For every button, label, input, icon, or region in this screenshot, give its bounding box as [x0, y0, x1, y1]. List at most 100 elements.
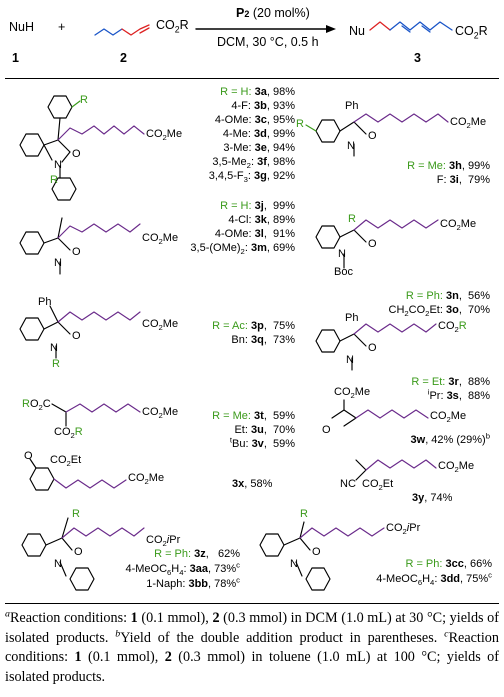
entry-3c: 4-OMe: 3c, 95% [214, 114, 295, 126]
entry-3p: R = Ac: 3p, 75% [212, 320, 295, 332]
ester-bottom-3t: CO2R [54, 426, 83, 441]
structure-3a [19, 95, 145, 179]
atom-R-3n: R [348, 213, 356, 225]
atom-R-3a: R [80, 94, 88, 106]
ester-3h: CO2Me [450, 116, 487, 131]
entry-3f: 3,5-Me2: 3f, 98% [212, 156, 295, 171]
ester-3a: CO2Me [146, 128, 183, 143]
label-3: 3 [414, 51, 421, 65]
entry-3s: iPr: 3s, 88% [427, 387, 490, 402]
atom-N-3z: N [54, 558, 62, 570]
atom-N-3cc: N [290, 558, 298, 570]
ester-bottom-3y: CO2Et [362, 478, 394, 493]
atom-O-3n: O [368, 238, 377, 250]
conditions-label: DCM, 30 °C, 0.5 h [217, 35, 319, 49]
ester-3z: CO2iPr [146, 534, 181, 549]
structure-3r [315, 323, 437, 371]
entry-3y: 3y, 74% [412, 492, 453, 504]
entry-3cc: R = Ph: 3cc, 66% [405, 558, 492, 570]
entry-3u: Et: 3u, 70% [234, 424, 295, 436]
atom-O-3z: O [74, 546, 83, 558]
atom-NC-3y: NC [340, 478, 356, 490]
label-2: 2 [120, 51, 127, 65]
structure-3h [305, 113, 449, 157]
entry-3q: Bn: 3q, 73% [231, 334, 295, 346]
ester-chain-3t: CO2Me [142, 406, 179, 421]
entry-3v: tBu: 3v, 59% [229, 435, 295, 450]
atom-Ph-3r: Ph [345, 312, 359, 324]
atom-Boc-3n: Boc [334, 266, 353, 278]
atom-O-3cc: O [312, 546, 321, 558]
atom-R-3j: R [50, 174, 58, 186]
entry-3j: R = H: 3j, 99% [220, 200, 295, 212]
structure-3n [315, 219, 439, 269]
atom-O-3j: O [72, 246, 81, 258]
ester-3j: CO2Me [142, 232, 179, 247]
entry-3n: R = Ph: 3n, 56% [405, 290, 490, 302]
label-1: 1 [12, 51, 19, 65]
atom-N-3p: N [50, 342, 58, 354]
atom-R-3p: R [52, 358, 60, 370]
entry-3l: 4-OMe: 3l, 91% [214, 228, 295, 240]
atom-O-3h: O [368, 130, 377, 142]
atom-O-3w: O [322, 424, 331, 436]
ester-left-3t: RO2C [22, 398, 51, 413]
entry-3aa: 4-MeOC6H4: 3aa, 73%c [125, 560, 240, 578]
ester-3r: CO2R [438, 320, 467, 335]
entry-3t: R = Me: 3t, 59% [212, 410, 295, 422]
entry-3g: 3,4,5-F3: 3g, 92% [208, 170, 295, 185]
atom-O-3x: O [24, 450, 33, 462]
entry-3h: R = Me: 3h, 99% [407, 160, 490, 172]
reactant-2-ester: CO2R [156, 18, 189, 35]
structure-3w [331, 399, 429, 427]
atom-R-3z: R [72, 508, 80, 520]
structure-3x [29, 458, 127, 491]
atom-N-3j: N [54, 257, 62, 269]
entry-3r: R = Et: 3r, 88% [411, 376, 490, 388]
entry-3i: F: 3i, 79% [436, 174, 490, 186]
entry-3b: 4-F: 3b, 93% [231, 100, 295, 112]
product-ester: CO2R [455, 24, 488, 41]
ester-chain-3x: CO2Me [128, 472, 165, 487]
reactant-1: NuH [9, 20, 35, 34]
structure-3z [21, 517, 145, 591]
atom-N-3r: N [346, 354, 354, 366]
ester-chain-3w: CO2Me [430, 410, 467, 425]
product-chain [369, 21, 453, 33]
atom-Ph-3h: Ph [345, 100, 359, 112]
structure-3j [19, 177, 141, 275]
catalyst-label: P2 (20 mol%) [236, 6, 310, 20]
atom-O-3r: O [368, 342, 377, 354]
atom-N-3h: N [347, 140, 355, 152]
structure-3t [51, 403, 141, 427]
entry-3e: 3-Me: 3e, 94% [223, 142, 295, 154]
structure-3y [355, 459, 437, 481]
bottom-rule [5, 603, 499, 604]
ester-3p: CO2Me [142, 318, 179, 333]
atom-O-3a: O [72, 148, 81, 160]
plus-sign: + [58, 20, 66, 34]
ester-3n: CO2Me [440, 218, 477, 233]
ester-top-3x: CO2Et [50, 454, 82, 469]
entry-3bb: 1-Naph: 3bb, 78%c [146, 575, 240, 590]
entry-3a: R = H: 3a, 98% [220, 86, 295, 98]
structure-3cc [259, 521, 385, 591]
ester-chain-3y: CO2Me [438, 460, 475, 475]
structure-3p [19, 305, 141, 359]
entry-3k: 4-Cl: 3k, 89% [228, 214, 295, 226]
entry-3dd: 4-MeOC6H4: 3dd, 75%c [376, 570, 492, 588]
entry-3z: R = Ph: 3z, 62% [154, 548, 240, 560]
entry-3d: 4-Me: 3d, 99% [222, 128, 295, 140]
reaction-arrow [195, 25, 336, 33]
ester-top-3w: CO2Me [334, 386, 371, 401]
allene-structure [94, 24, 150, 36]
entry-3m: 3,5-(OMe)2: 3m, 69% [190, 242, 295, 257]
atom-O-3p: O [72, 330, 81, 342]
atom-R-3cc: R [300, 508, 308, 520]
product-nu: Nu [349, 24, 365, 38]
entry-3o: CH2CO2Et: 3o, 70% [388, 304, 491, 319]
entry-3w: 3w, 42% (29%)b [410, 431, 491, 446]
ester-3cc: CO2iPr [386, 522, 421, 537]
footnotes: aReaction conditions: 1 (0.1 mmol), 2 (0… [5, 608, 499, 685]
